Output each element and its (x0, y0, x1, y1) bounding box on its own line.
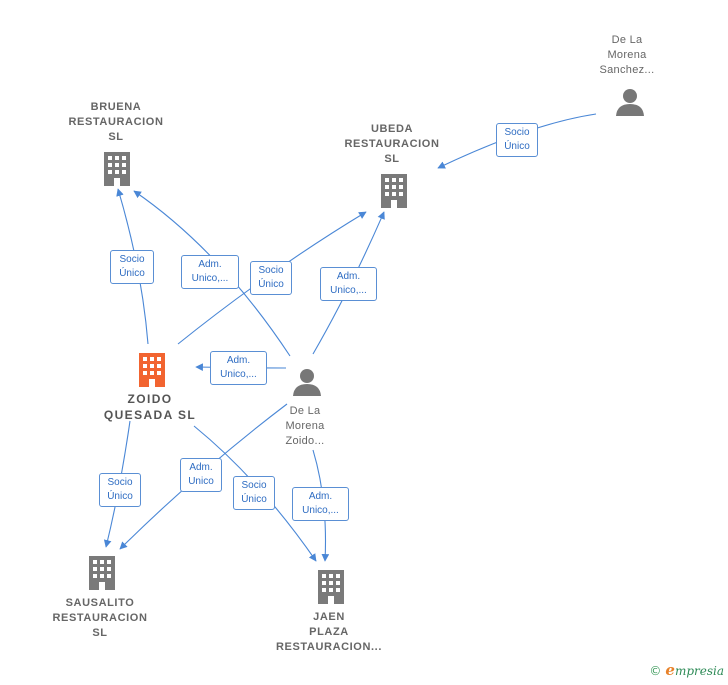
jaen-building-icon (318, 570, 344, 604)
edge-label-line: Socio (258, 265, 284, 276)
label-line: JAEN (313, 611, 345, 623)
edge-label-line: Único (258, 279, 284, 290)
label-line: RESTAURACION (344, 138, 440, 150)
jaen-label[interactable]: JAEN PLAZA RESTAURACION... (276, 610, 382, 655)
label-line: De La (611, 34, 643, 46)
bruena-building-icon (104, 152, 130, 186)
sausalito-label[interactable]: SAUSALITO RESTAURACION SL (53, 596, 148, 641)
label-line: RESTAURACION... (276, 641, 382, 653)
label-line: SAUSALITO (65, 597, 135, 609)
edge-label-line: Unico,... (220, 369, 257, 380)
zoido-person-icon (293, 369, 321, 396)
edge-label-line: Socio (107, 477, 133, 488)
label-line: BRUENA (90, 101, 142, 113)
edge-label-line: Único (107, 491, 133, 502)
label-line: QUESADA SL (103, 408, 197, 422)
label-line: SL (108, 131, 124, 143)
ubeda-label[interactable]: UBEDA RESTAURACION SL (345, 122, 440, 167)
label-line: SL (92, 627, 108, 639)
edge-label-line: Adm. (308, 491, 333, 502)
edge-label-line: Unico,... (191, 273, 229, 284)
label-line: Morena (285, 420, 325, 432)
label-line: Zoido... (285, 435, 325, 447)
brand-name: mpresia (674, 664, 724, 678)
edge-label-zoido-sausalito[interactable]: Socio Único (99, 473, 141, 507)
label-line: ZOIDO (127, 392, 173, 406)
edge-label-line: Unico (188, 476, 214, 487)
edge-label-person-zoido[interactable]: Adm. Unico,... (210, 351, 267, 385)
sausalito-building-icon (89, 556, 115, 590)
bruena-label[interactable]: BRUENA RESTAURACION SL (69, 100, 164, 145)
ubeda-building-icon (381, 174, 407, 208)
edge-label-person-bruena[interactable]: Adm. Unico,... (181, 255, 239, 289)
zoido-building-icon[interactable] (137, 353, 167, 387)
edge-label-line: Único (241, 494, 267, 505)
sanchez-label[interactable]: De La Morena Sanchez... (600, 33, 655, 78)
label-line: UBEDA (370, 123, 414, 135)
edge-label-person-ubeda[interactable]: Adm. Unico,... (320, 267, 377, 301)
sanchez-person-icon (616, 89, 644, 116)
label-line: Morena (607, 49, 647, 61)
label-line: De La (289, 405, 321, 417)
edge-label-line: Unico,... (302, 505, 339, 516)
edge-label-zoido-jaen[interactable]: Socio Único (233, 476, 275, 510)
empresia-watermark: ©empresia (649, 661, 724, 679)
edge-label-person-sausalito[interactable]: Adm. Unico (180, 458, 222, 492)
edge-label-person-jaen[interactable]: Adm. Unico,... (292, 487, 349, 521)
label-line: Sanchez... (599, 64, 655, 76)
edge-label-zoido-ubeda[interactable]: Socio Único (250, 261, 292, 295)
label-line: RESTAURACION (68, 116, 164, 128)
edge-label-line: Único (119, 268, 145, 279)
edge-label-sanchez-ubeda[interactable]: Socio Único (496, 123, 538, 157)
label-line: SL (384, 153, 400, 165)
brand-initial: e (665, 661, 675, 679)
zoido-label[interactable]: ZOIDO QUESADA SL (104, 391, 196, 423)
edge-label-line: Socio (119, 254, 145, 265)
edge-label-line: Adm. (226, 355, 251, 366)
edge-label-line: Socio (504, 127, 530, 138)
edge-label-line: Único (504, 141, 530, 152)
zoido-person-label[interactable]: De La Morena Zoido... (285, 404, 324, 449)
edge-label-line: Adm. (336, 271, 361, 282)
edge-label-line: Socio (241, 480, 267, 491)
edge-label-line: Unico,... (330, 285, 367, 296)
edge-label-zoido-bruena[interactable]: Socio Único (110, 250, 154, 284)
edge-label-line: Adm. (189, 462, 213, 473)
label-line: RESTAURACION (52, 612, 148, 624)
label-line: PLAZA (309, 626, 349, 638)
copyright-icon: © (649, 664, 662, 678)
edge-label-line: Adm. (198, 259, 222, 270)
